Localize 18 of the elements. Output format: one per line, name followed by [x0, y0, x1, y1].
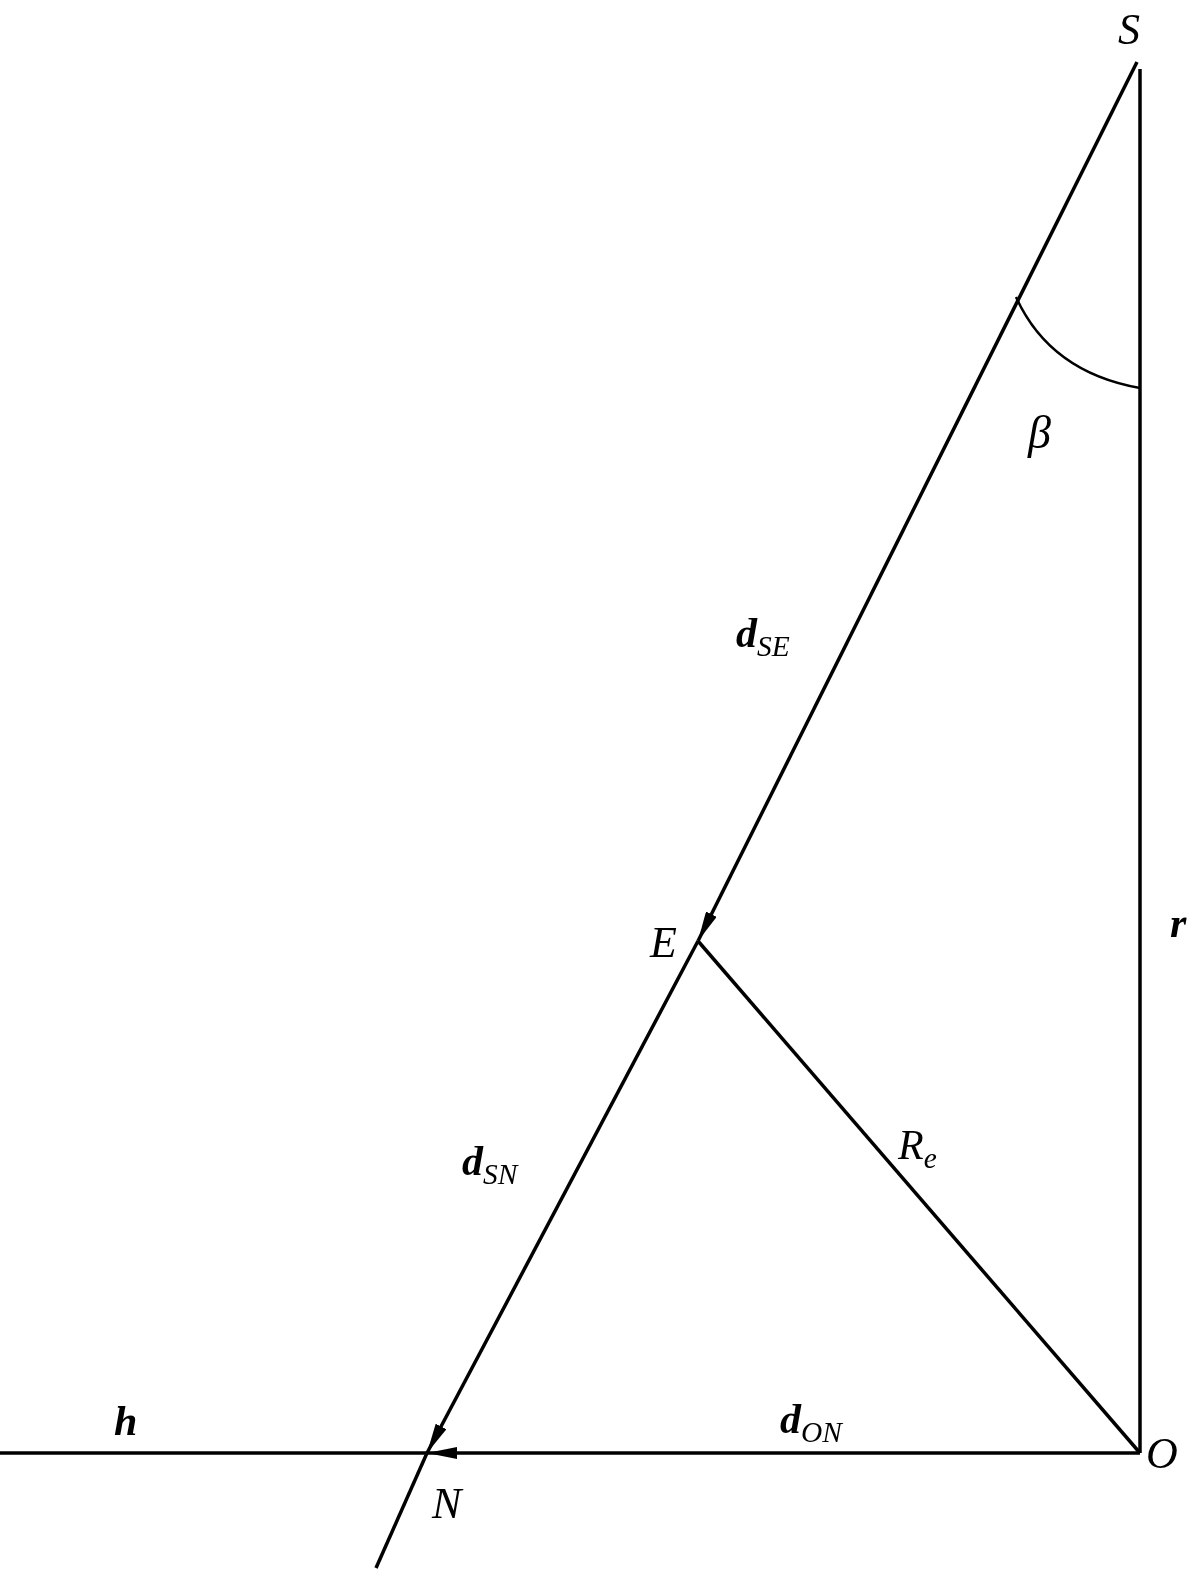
arrow — [425, 940, 700, 1454]
line — [0, 1451, 427, 1455]
edge-label: R$_{e}$ — [898, 1124, 937, 1174]
point-label: N — [432, 1482, 462, 1526]
edge-label: d$_{SN}$ — [462, 1140, 518, 1190]
line — [696, 939, 1142, 1455]
edge-label: d$_{SE}$ — [736, 612, 790, 662]
line — [374, 1452, 429, 1569]
angle-label: β — [1028, 410, 1051, 456]
edge-label: d$_{ON}$ — [780, 1398, 842, 1448]
edge-label: h — [114, 1400, 138, 1442]
point-label: O — [1146, 1432, 1178, 1476]
point-label: E — [650, 921, 677, 965]
line — [1138, 69, 1142, 1453]
arrow — [696, 61, 1139, 942]
edge-label: r — [1170, 902, 1187, 944]
point-label: S — [1118, 8, 1140, 52]
arrow — [427, 1447, 1140, 1459]
